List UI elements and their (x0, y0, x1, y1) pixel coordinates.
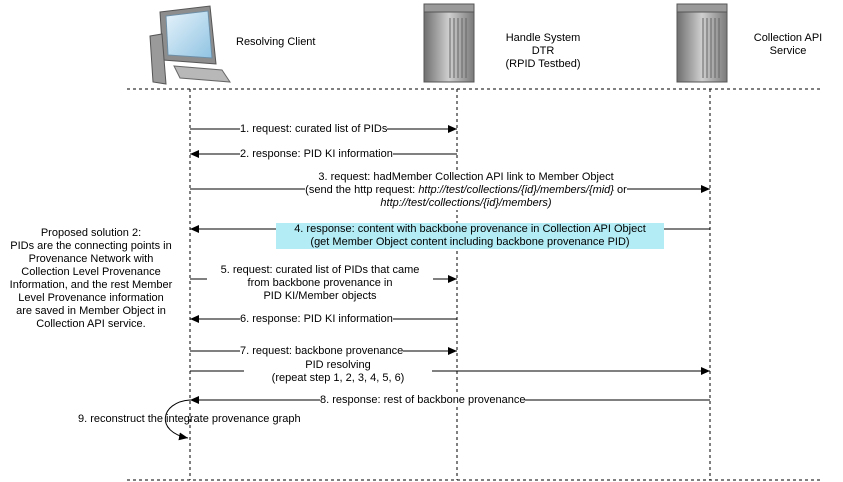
message-3-or: or (617, 184, 627, 196)
message-4-line2: (get Member Object content including bac… (310, 236, 630, 248)
server-icon (423, 3, 475, 83)
participant-handle-line2: DTR (531, 45, 555, 57)
message-6-label: 6. response: PID KI information (240, 313, 393, 326)
message-5-line1: 5. request: curated list of PIDs that ca… (220, 264, 420, 276)
message-8-label: 8. response: rest of backbone provenance (320, 394, 526, 407)
server-icon (676, 3, 728, 83)
note-line-1: Proposed solution 2: (40, 227, 142, 239)
message-3-prefix: (send the http request: (305, 184, 416, 196)
message-1-label: 1. request: curated list of PIDs (240, 123, 388, 136)
message-3-url-members: http://test/collections/{id}/members) (380, 197, 552, 210)
message-5-line3: PID KI/Member objects (263, 290, 377, 302)
note-line-3: Provenance Network with (28, 253, 154, 265)
arrow-self-m9 (164, 399, 191, 441)
resolve-line1: PID resolving (305, 359, 371, 371)
message-4-line1: 4. response: content with backbone prove… (294, 223, 646, 235)
participant-handle-line1: Handle System (505, 32, 581, 44)
message-3-url-member: http://test/collections/{id}/members/{mi… (418, 184, 614, 196)
note-line-4: Collection Level Provenance (21, 266, 161, 278)
note-line-2: PIDs are the connecting points in (10, 240, 172, 252)
participant-collection-label: Collection API Service (748, 32, 828, 58)
message-7-label: 7. request: backbone provenance (240, 345, 404, 358)
message-3-line1: 3. request: hadMember Collection API lin… (318, 171, 614, 184)
message-5-label: 5. request: curated list of PIDs that ca… (207, 264, 433, 303)
message-3-label: 3. request: hadMember Collection API lin… (286, 171, 646, 210)
participant-collection-line2: Service (769, 45, 807, 57)
participant-handle-line3: (RPID Testbed) (505, 58, 581, 70)
resolve-label: PID resolving(repeat step 1, 2, 3, 4, 5,… (244, 359, 432, 385)
message-2-label: 2. response: PID KI information (240, 148, 393, 161)
note-line-6: Level Provenance information (18, 292, 164, 304)
message-5-line2: from backbone provenance in (247, 277, 393, 289)
message-4-label: 4. response: content with backbone prove… (276, 223, 664, 249)
proposed-solution-note: Proposed solution 2: PIDs are the connec… (0, 227, 182, 331)
participant-collection-line1: Collection API (753, 32, 823, 44)
message-3-line2: (send the http request: http://test/coll… (305, 184, 627, 197)
note-line-8: Collection API service. (36, 318, 146, 330)
participant-handle-label: Handle System DTR (RPID Testbed) (498, 32, 588, 71)
note-line-5: Information, and the rest Member (9, 279, 173, 291)
computer-icon (149, 5, 231, 85)
note-line-7: are saved in Member Object in (16, 305, 166, 317)
message-9-label: 9. reconstruct the integrate provenance … (78, 413, 301, 425)
participant-client-label: Resolving Client (236, 36, 316, 48)
resolve-line2: (repeat step 1, 2, 3, 4, 5, 6) (271, 372, 405, 384)
